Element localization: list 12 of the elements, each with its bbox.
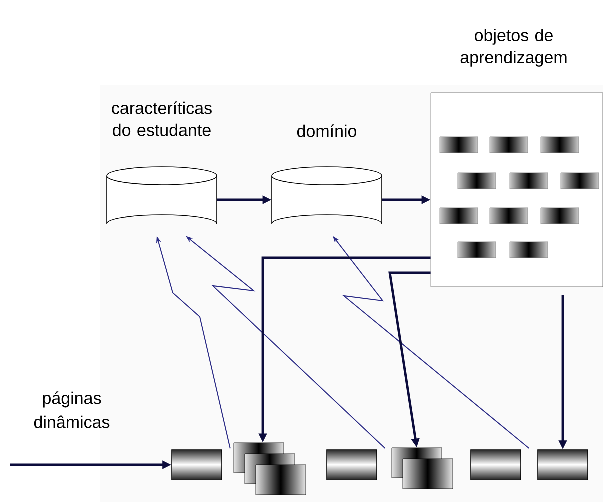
page-bar [326, 450, 378, 480]
node-label: objetos de aprendizagem [460, 29, 567, 67]
page-stack [392, 448, 454, 490]
page-bar [538, 450, 588, 480]
database-cylinder: caracteríticas do estudante [106, 102, 218, 224]
node-label: domínio [297, 124, 357, 138]
database-cylinder: domínio [272, 124, 382, 224]
page-stack [234, 442, 306, 496]
side-label: páginas dinâmicas [34, 392, 110, 428]
page-bar [470, 450, 522, 480]
node-label: caracteríticas do estudante [112, 102, 212, 136]
page-bar [172, 450, 222, 480]
